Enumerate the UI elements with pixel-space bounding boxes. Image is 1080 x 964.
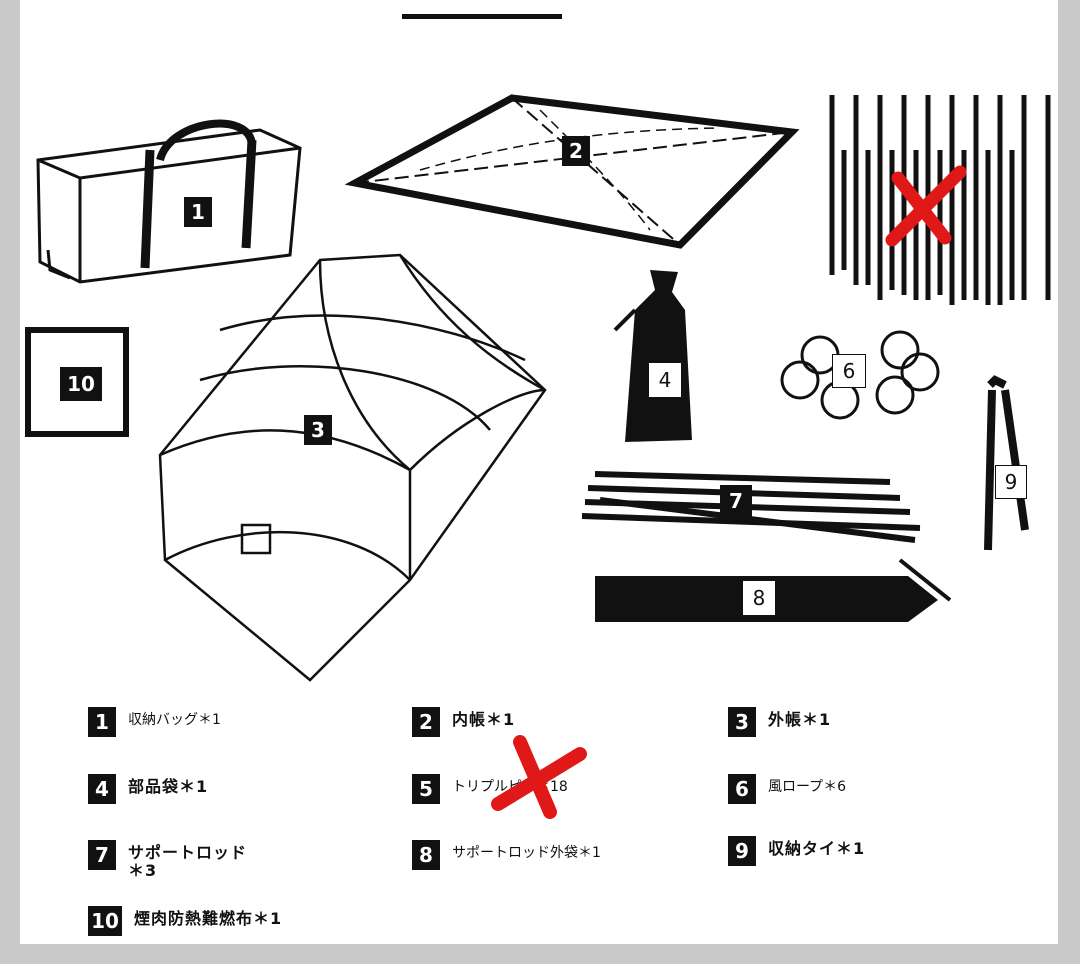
- legend-label: サポートロッド＊3: [128, 843, 248, 880]
- diagram-label-7: 7: [720, 485, 752, 517]
- legend-num: 8: [412, 840, 440, 870]
- legend-item-3: 3 外帳＊1: [728, 707, 831, 737]
- legend-num: 9: [728, 836, 756, 866]
- legend-item-4: 4 部品袋＊1: [88, 774, 208, 804]
- diagram-label-8: 8: [742, 580, 776, 616]
- cross-mark-icon: [491, 735, 587, 819]
- legend-label: 内帳＊1: [452, 710, 516, 729]
- diagram-label-1: 1: [184, 197, 212, 227]
- legend-item-10: 10 煙肉防熱難燃布＊1: [88, 906, 282, 936]
- diagram-label-6: 6: [832, 354, 866, 388]
- cross-mark-icon: [885, 165, 967, 247]
- diagram-label-3: 3: [304, 415, 332, 445]
- legend-num: 10: [88, 906, 122, 936]
- legend-num: 1: [88, 707, 116, 737]
- legend-label: 収納バッグ＊1: [128, 712, 221, 728]
- product-sheet: 1 2 3 4 6 7 8 9 10 1 収納バッグ＊1 2 内帳＊1 3 外帳…: [20, 0, 1058, 944]
- legend-label: 外帳＊1: [768, 710, 832, 729]
- top-divider: [402, 14, 562, 19]
- legend-num: 4: [88, 774, 116, 804]
- legend-num: 7: [88, 840, 116, 870]
- legend-item-9: 9 収納タイ＊1: [728, 836, 865, 866]
- parts-bag-icon: [613, 270, 692, 442]
- legend-item-6: 6 風ロープ＊6: [728, 774, 846, 804]
- legend-label: 煙肉防熱難燃布＊1: [134, 909, 283, 928]
- legend-item-1: 1 収納バッグ＊1: [88, 707, 221, 737]
- diagram-label-4: 4: [648, 362, 682, 398]
- legend-label: 風ロープ＊6: [768, 779, 847, 795]
- inner-tent-icon: [344, 94, 800, 249]
- legend-label: サポートロッド外袋＊1: [452, 845, 601, 861]
- diagram-label-10: 10: [60, 367, 102, 401]
- storage-tie-icon: [984, 375, 1029, 551]
- legend-num: 3: [728, 707, 756, 737]
- storage-bag-icon: [36, 119, 302, 284]
- heat-cloth-icon: [25, 327, 129, 437]
- legend-num: 6: [728, 774, 756, 804]
- legend-label: 収納タイ＊1: [768, 839, 866, 858]
- diagram-label-2: 2: [562, 136, 590, 166]
- diagram-label-9: 9: [995, 465, 1027, 499]
- legend-num: 5: [412, 774, 440, 804]
- parts-illustration: [25, 94, 1051, 682]
- legend-item-8: 8 サポートロッド外袋＊1: [412, 840, 601, 870]
- outer-tent-icon: [158, 253, 547, 682]
- legend-num: 2: [412, 707, 440, 737]
- legend-item-7: 7 サポートロッド＊3: [88, 840, 248, 880]
- legend-label: 部品袋＊1: [128, 777, 209, 796]
- legend-item-2: 2 内帳＊1: [412, 707, 515, 737]
